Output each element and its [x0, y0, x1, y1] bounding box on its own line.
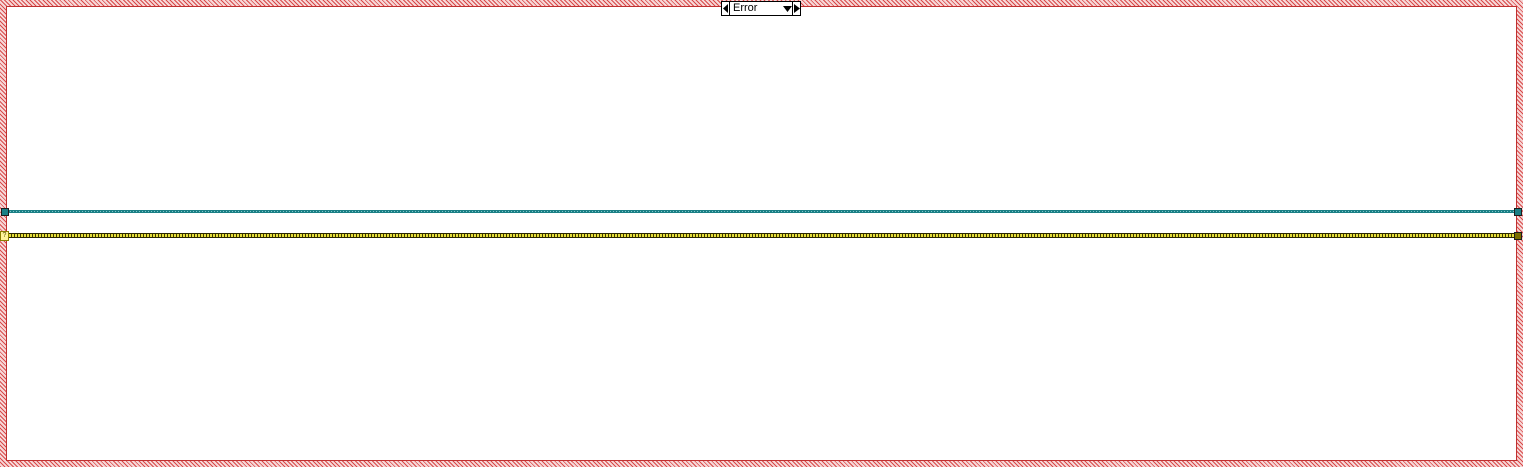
reference-wire[interactable]	[8, 210, 1515, 213]
triangle-right-icon	[793, 4, 800, 13]
case-selector-label: Error	[733, 2, 758, 14]
error-case-selector-terminal[interactable]: ?	[0, 231, 9, 241]
error-cluster-wire[interactable]	[8, 233, 1515, 238]
next-case-button[interactable]	[792, 2, 800, 15]
previous-case-button[interactable]	[722, 2, 730, 15]
selector-glyph: ?	[2, 232, 7, 239]
reference-output-tunnel[interactable]	[1514, 208, 1522, 216]
reference-input-tunnel[interactable]	[1, 208, 9, 216]
error-output-tunnel[interactable]	[1514, 232, 1522, 240]
case-selector[interactable]: Error	[721, 1, 801, 16]
triangle-left-icon	[722, 4, 728, 13]
triangle-down-icon	[782, 5, 792, 12]
case-dropdown-button[interactable]	[782, 2, 792, 15]
